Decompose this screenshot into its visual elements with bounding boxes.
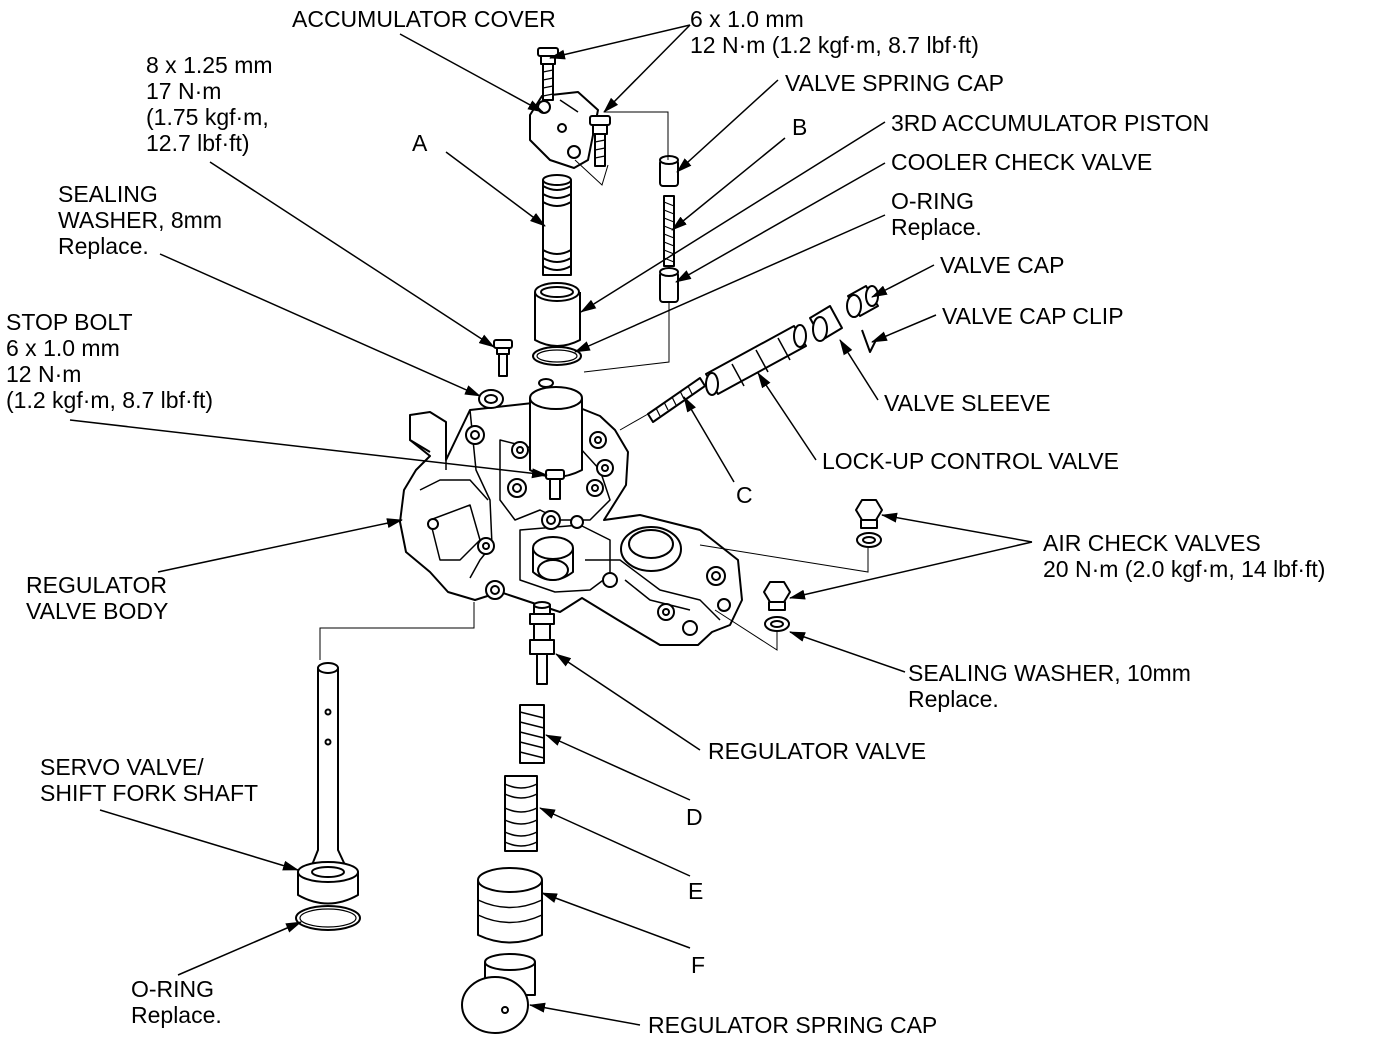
spring-a [542, 174, 572, 276]
air-check-valve-upper [855, 499, 883, 548]
lock-up-control-valve-part [705, 324, 807, 396]
leader-lines [69, 24, 1033, 1026]
air-check-valve-lower [763, 581, 791, 632]
label-ref-d: D [686, 804, 703, 830]
valve-cap-part [846, 285, 879, 318]
spring-f [477, 867, 543, 944]
label-servo-valve: SERVO VALVE/SHIFT FORK SHAFT [40, 754, 259, 806]
o-ring-bottom-part [295, 905, 361, 931]
label-valve-cap-clip: VALVE CAP CLIP [942, 303, 1124, 329]
label-valve-sleeve: VALVE SLEEVE [884, 390, 1051, 416]
spring-d [519, 704, 545, 764]
label-accumulator-cover: ACCUMULATOR COVER [292, 6, 556, 32]
o-ring-top-part [532, 346, 582, 366]
spring-e [504, 775, 538, 852]
spring-b [663, 195, 675, 267]
bolt-8x125-part [493, 339, 513, 377]
accumulator-cover-part [529, 91, 599, 169]
sealing-washer-8mm-part [478, 389, 504, 409]
label-ref-b: B [792, 114, 808, 140]
label-ref-c: C [736, 482, 753, 508]
valve-sleeve-part [809, 305, 843, 342]
label-lock-up-control-valve: LOCK-UP CONTROL VALVE [822, 448, 1119, 474]
cooler-check-valve-part [659, 267, 679, 303]
cover-bolt-right [589, 115, 611, 167]
valve-spring-cap-part [659, 155, 679, 187]
label-ref-f: F [691, 952, 706, 978]
regulator-spring-cap-part [461, 953, 536, 1034]
valve-cap-clip-part [861, 329, 877, 353]
alignment-lines [319, 111, 869, 660]
label-valve-cap: VALVE CAP [940, 252, 1065, 278]
label-cooler-check-valve: COOLER CHECK VALVE [891, 149, 1153, 175]
cover-bolt-left [537, 47, 559, 101]
regulator-valve-body-part [399, 378, 743, 646]
label-valve-spring-cap: VALVE SPRING CAP [785, 70, 1004, 96]
label-regulator-spring-cap: REGULATOR SPRING CAP [648, 1012, 938, 1038]
label-ref-a: A [412, 130, 428, 156]
label-third-accumulator-piston: 3RD ACCUMULATOR PISTON [891, 110, 1210, 136]
servo-valve-part [297, 662, 359, 905]
spring-c [647, 377, 706, 423]
stop-bolt-part [545, 469, 565, 500]
label-regulator-valve: REGULATOR VALVE [708, 738, 927, 764]
third-accumulator-piston-part [534, 282, 581, 347]
label-ref-e: E [688, 878, 704, 904]
regulator-valve-part [529, 601, 555, 685]
